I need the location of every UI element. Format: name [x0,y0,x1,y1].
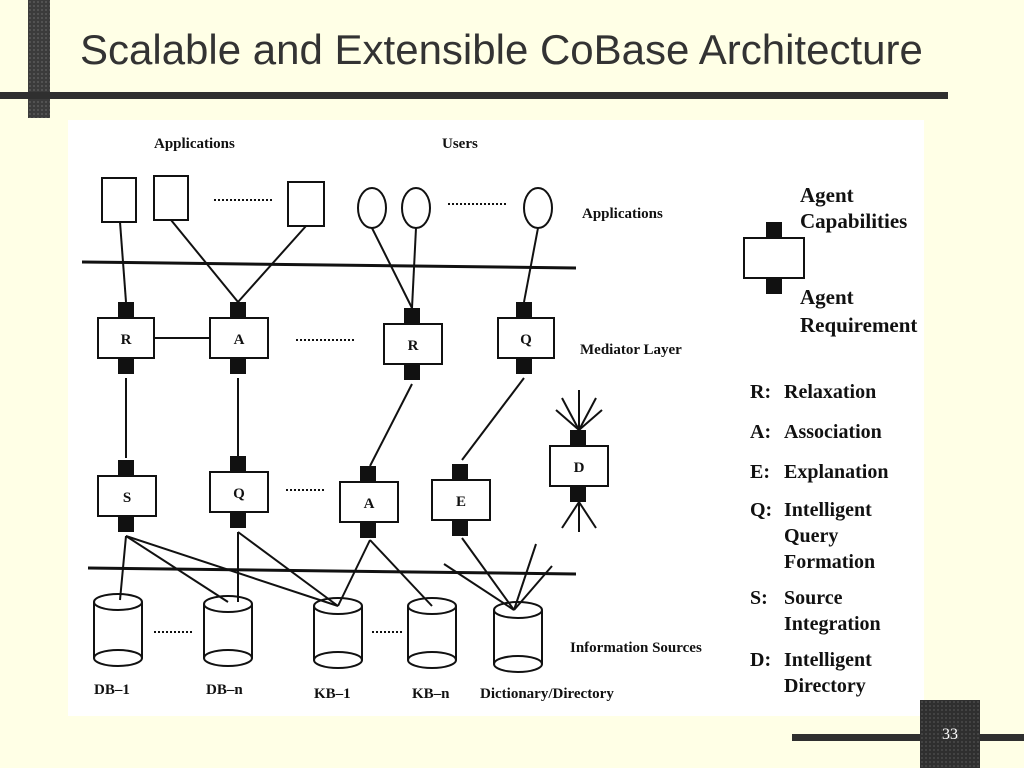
mediator-label: R [121,332,132,348]
users-header: Users [442,136,478,152]
directory-agent-label: D [574,460,585,476]
source-label: Dictionary/Directory [480,686,614,702]
source-label: KB–n [412,686,450,702]
legend-code: D: [750,649,771,671]
legend-code: R: [750,381,771,403]
legend-description: Query [784,525,838,547]
sources-layer-line [87,566,577,576]
agent-requirement-label: Agent [800,285,854,309]
legend-description: Formation [784,551,875,573]
mediator-label: R [408,338,419,354]
left-decor-bar [28,0,50,118]
mediator-label: A [234,332,245,348]
title-rule [0,92,948,99]
agent-requirement-label-line2: Requirement [800,313,917,337]
applications-layer-label: Applications [582,206,663,222]
legend-description: Integration [784,613,881,635]
application-box [101,177,137,223]
agent-connectors [118,222,782,538]
legend-description: Directory [784,675,866,697]
slide-number-box: 33 [920,700,980,768]
architecture-diagram: Applications Users Applications Mediator… [68,120,924,716]
user-oval [357,187,387,229]
source-cylinder [493,601,543,673]
slide-title: Scalable and Extensible CoBase Architect… [80,26,923,73]
legend-description: Explanation [784,461,888,483]
mediator-label: E [456,494,466,510]
mediator-label: A [364,496,375,512]
legend-description: Intelligent [784,649,872,671]
source-cylinder [203,595,253,667]
legend-description: Source [784,587,843,609]
information-sources-label: Information Sources [570,640,702,656]
source-label: KB–1 [314,686,351,702]
legend-description: Association [784,421,882,443]
source-cylinder [93,593,143,667]
diagram-svg: Applications Users Applications Mediator… [81,136,917,702]
source-label: DB–n [206,682,243,698]
bottom-rule-right [980,734,1024,741]
mediator-layer-label: Mediator Layer [580,342,682,358]
applications-layer-line [81,260,577,270]
agent-capabilities-label-line2: Capabilities [800,209,907,233]
legend-description: Intelligent [784,499,872,521]
mediator-label: Q [233,486,245,502]
ellipsis-dots [154,199,506,633]
agent-capabilities-label: Agent [800,183,854,207]
bottom-rule-left [792,734,920,741]
mediator-label: S [123,490,131,506]
source-cylinder [313,597,363,669]
source-label: DB–1 [94,682,130,698]
user-oval [401,187,431,229]
legend-description: Relaxation [784,381,876,403]
legend-code: E: [750,461,770,483]
application-box [153,175,189,221]
applications-header: Applications [154,136,235,152]
user-oval [523,187,553,229]
slide-number: 33 [942,726,958,743]
legend-code: S: [750,587,768,609]
legend-code: A: [750,421,771,443]
legend-code: Q: [750,499,772,521]
source-cylinder [407,597,457,669]
agent-legend-box [743,237,805,279]
mediator-label: Q [520,332,532,348]
application-box [287,181,325,227]
